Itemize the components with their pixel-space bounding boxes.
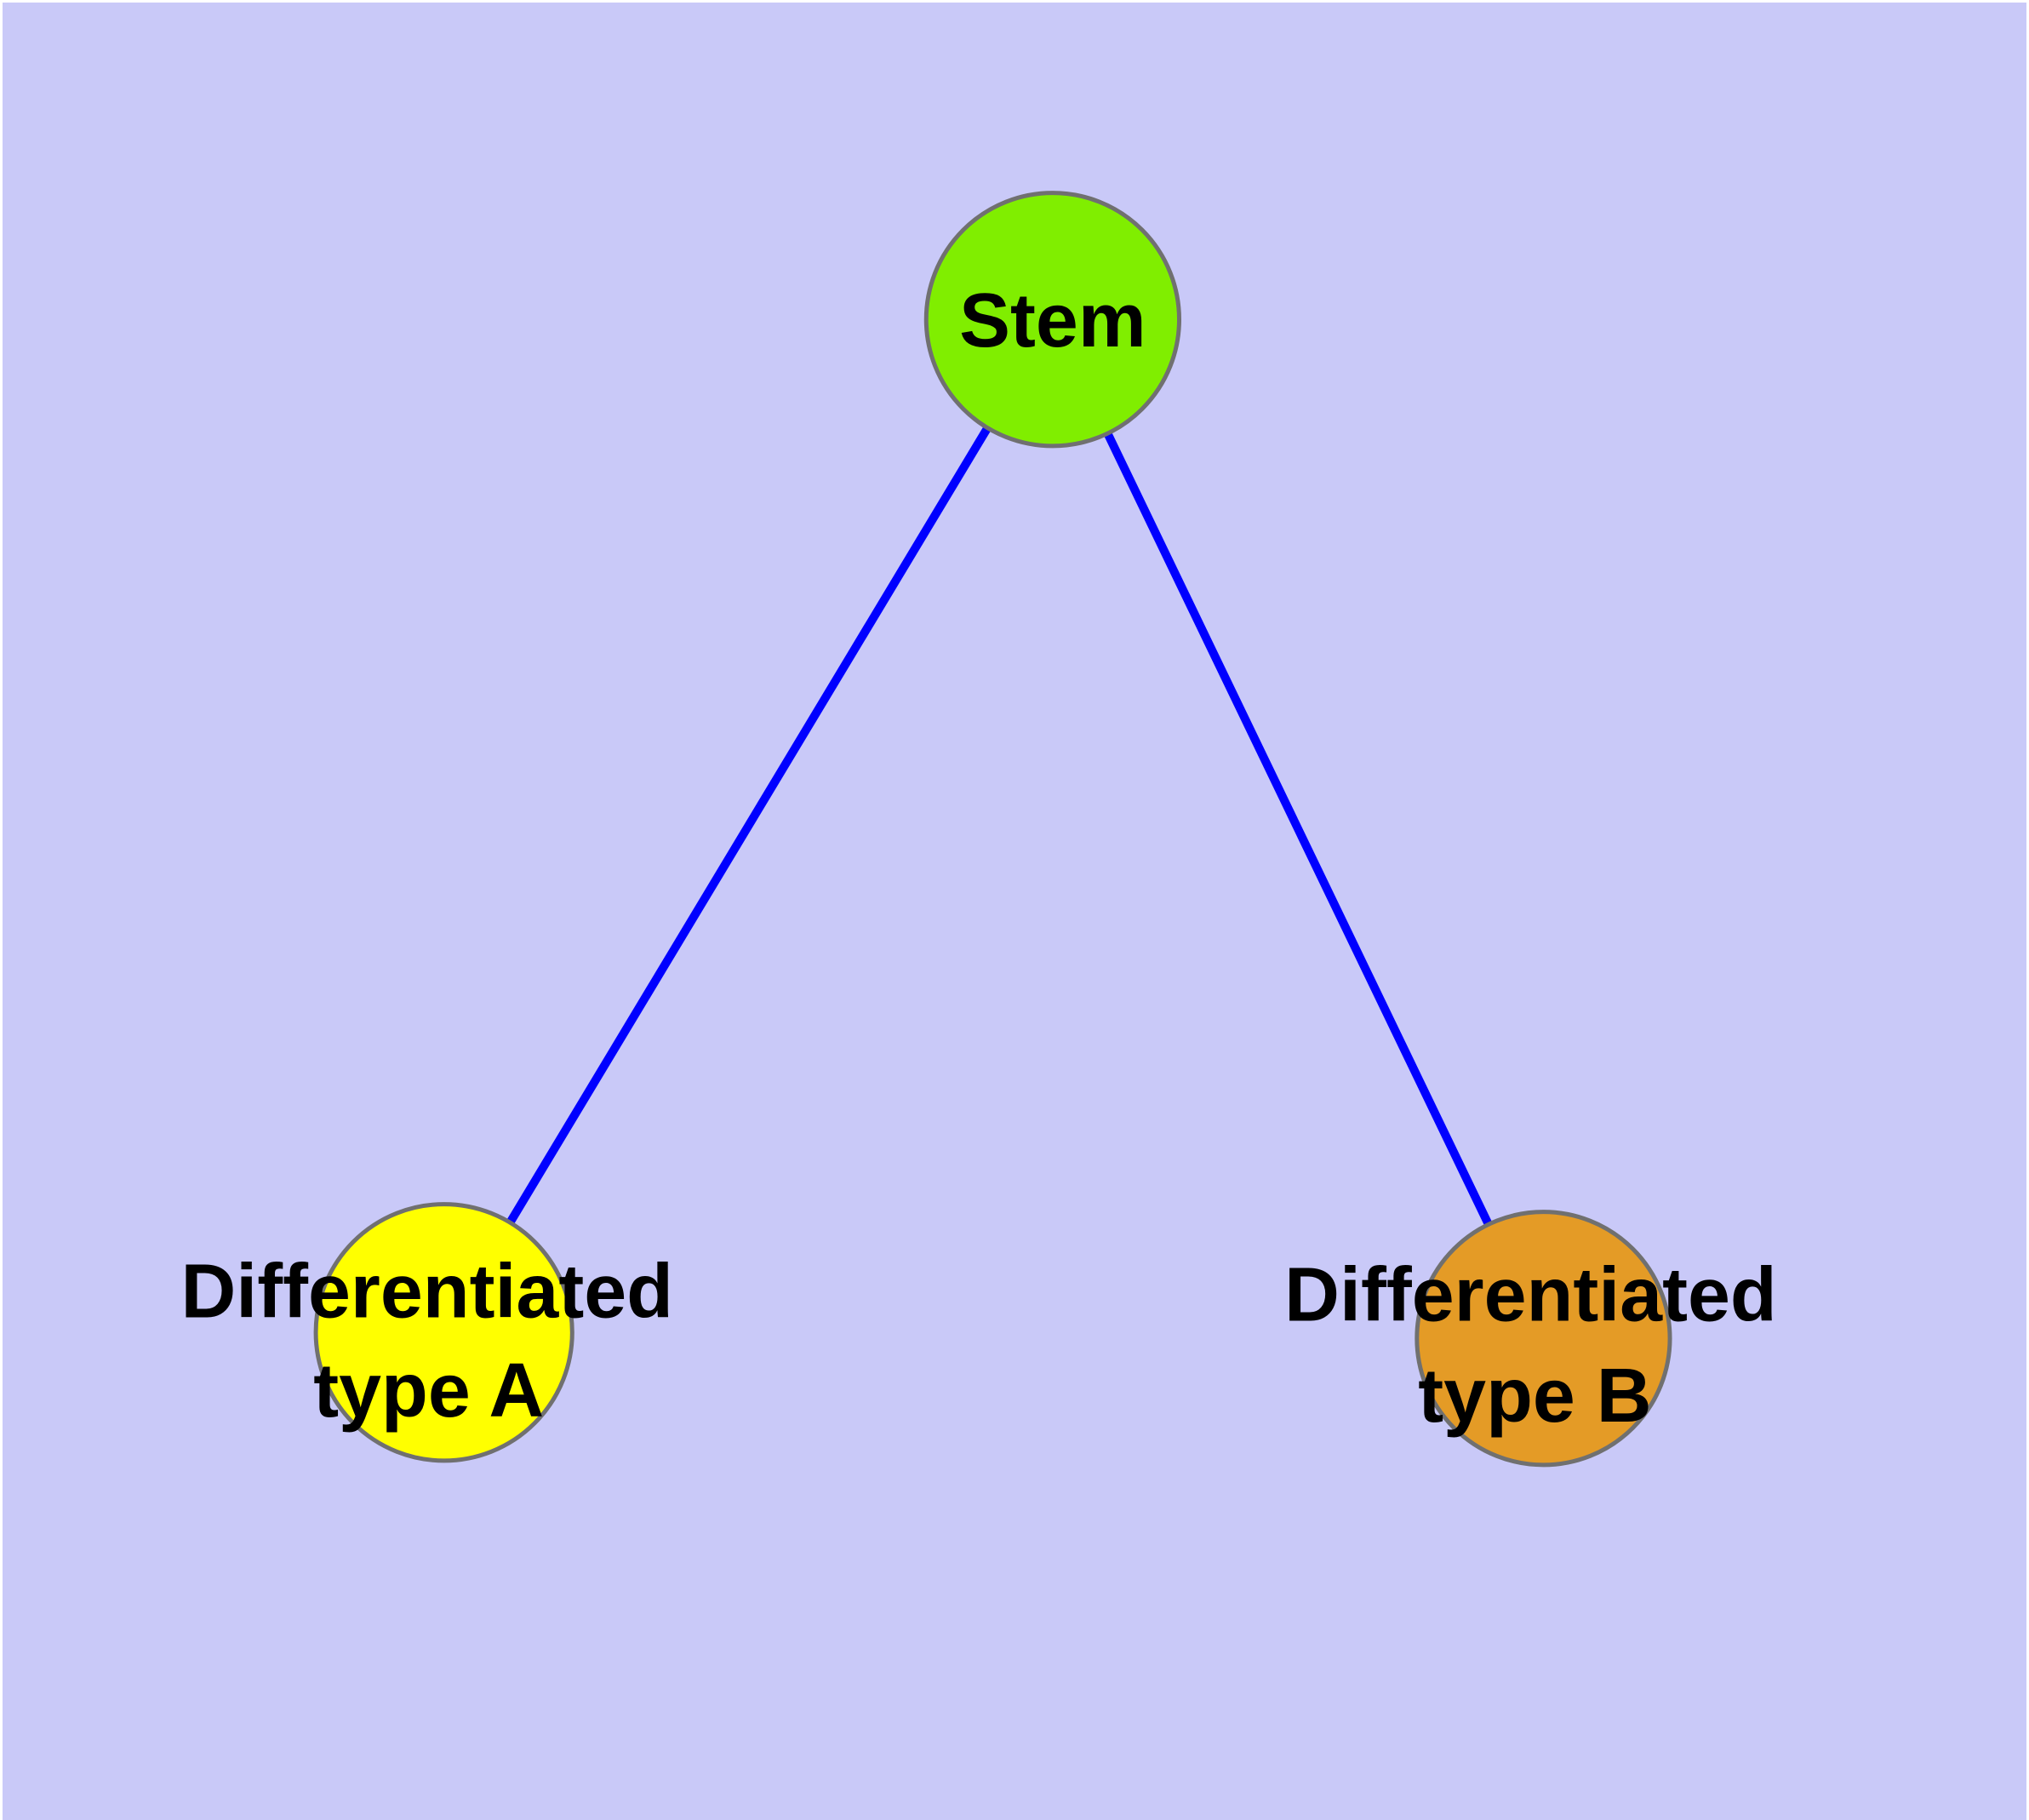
node-type-a-circle [313, 1202, 574, 1463]
node-differentiated-type-a: Differentiated type A [180, 1202, 673, 1463]
node-type-b-label-line2: type B [1418, 1354, 1651, 1439]
node-type-b-label-line1: Differentiated [1284, 1252, 1777, 1337]
node-stem-circle [923, 191, 1182, 449]
edge-group [440, 317, 1547, 1341]
node-stem: Stem [923, 191, 1182, 449]
node-differentiated-type-b: Differentiated type B [1284, 1210, 1777, 1468]
node-type-b-circle [1415, 1210, 1672, 1468]
differentiation-diagram: Stem Differentiated type A Differentiate… [180, 191, 1777, 1468]
edge-stem-to-type-a [440, 317, 1057, 1335]
edge-stem-to-type-b [1049, 318, 1547, 1341]
node-type-a-label-line1: Differentiated [180, 1249, 673, 1334]
node-type-a-label-line2: type A [313, 1348, 544, 1434]
node-stem-label: Stem [959, 278, 1146, 363]
